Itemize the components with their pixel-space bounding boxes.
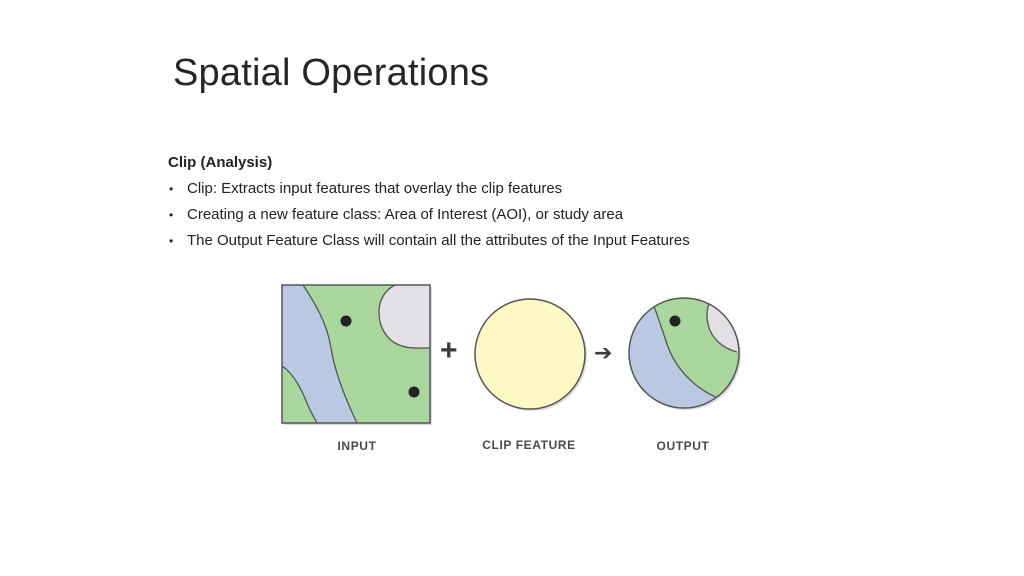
bullet-list: • Clip: Extracts input features that ove…	[168, 180, 888, 250]
bullet-dot-icon: •	[169, 182, 174, 196]
clip-feature-label: CLIP FEATURE	[482, 438, 576, 452]
arrow-right-icon: ➔	[594, 340, 613, 365]
bullet-text: Clip: Extracts input features that overl…	[187, 180, 563, 197]
plus-icon: +	[440, 334, 458, 367]
bullet-text: The Output Feature Class will contain al…	[187, 232, 690, 249]
input-label: INPUT	[337, 439, 377, 453]
input-point-1	[340, 315, 352, 327]
bullet-item: • Clip: Extracts input features that ove…	[168, 180, 888, 198]
clip-feature-shape	[474, 298, 587, 411]
clip-diagram-graphic	[281, 284, 741, 425]
bullet-text: Creating a new feature class: Area of In…	[187, 206, 624, 223]
input-point-2	[408, 386, 420, 398]
clip-diagram: + ➔ INPUT CLIP FEATURE OUTPUT	[275, 278, 755, 468]
bullet-dot-icon: •	[169, 234, 174, 248]
content-block: Clip (Analysis) • Clip: Extracts input f…	[168, 154, 888, 258]
output-point	[669, 315, 681, 327]
input-map	[281, 284, 432, 425]
bullet-item: • Creating a new feature class: Area of …	[168, 206, 888, 224]
bullet-dot-icon: •	[169, 208, 174, 222]
output-map	[628, 297, 741, 410]
bullet-item: • The Output Feature Class will contain …	[168, 232, 888, 250]
section-heading: Clip (Analysis)	[168, 154, 273, 171]
slide-title: Spatial Operations	[173, 52, 490, 94]
output-label: OUTPUT	[656, 439, 710, 453]
